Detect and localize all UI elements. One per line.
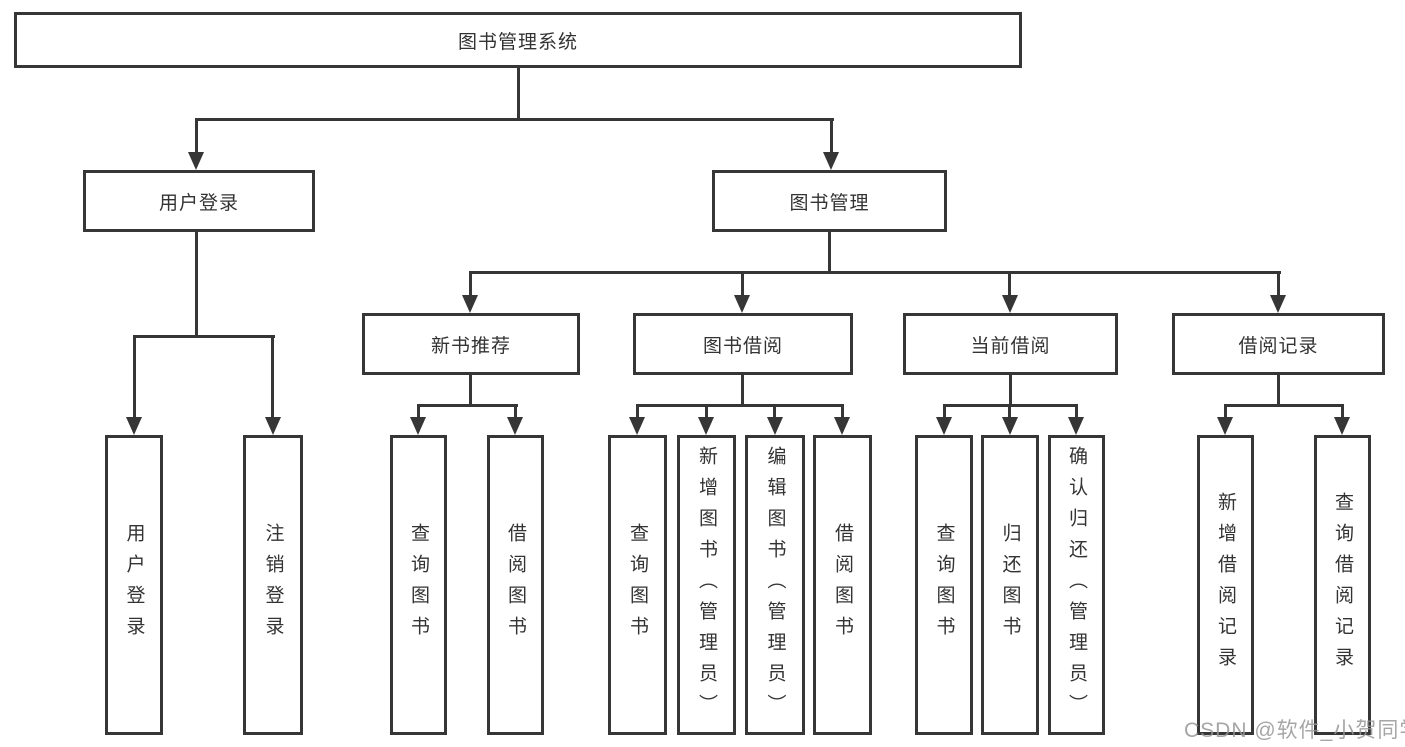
arrow-down-icon	[1270, 295, 1286, 313]
connector-borrow-records-drop-1	[1224, 404, 1227, 419]
connector-user-login-stem	[195, 231, 198, 337]
node-label: 新增图书（管理员）	[696, 445, 717, 725]
node-label: 注销登录	[262, 523, 284, 647]
connector-book-borrow-drop-3	[773, 404, 776, 419]
node-label: 用户登录	[158, 192, 239, 214]
leaf-borrow-books-recommend: 借阅图书	[487, 435, 544, 735]
node-label: 借阅图书	[832, 523, 853, 647]
arrow-down-icon	[834, 417, 850, 435]
arrow-down-icon	[1217, 417, 1233, 435]
node-user-login: 用户登录	[83, 170, 315, 232]
node-book-management: 图书管理	[712, 170, 947, 232]
connector-borrow-records-drop-2	[1341, 404, 1344, 419]
arrow-down-icon	[1068, 417, 1084, 435]
connector-borrow-records-rail	[1224, 404, 1344, 407]
connector-book-mgmt-drop-1	[469, 271, 472, 297]
arrow-down-icon	[265, 417, 281, 435]
connector-current-borrow-drop-3	[1075, 404, 1078, 419]
leaf-query-books-current: 查询图书	[915, 435, 973, 735]
node-label: 新增借阅记录	[1215, 492, 1236, 678]
node-borrow-records: 借阅记录	[1172, 313, 1385, 375]
connector-user-login-drop-2	[271, 335, 274, 419]
connector-root-stem	[517, 66, 520, 121]
connector-new-book-stem	[469, 373, 472, 407]
arrow-down-icon	[767, 417, 783, 435]
node-label: 当前借阅	[970, 335, 1051, 357]
connector-book-mgmt-rail	[469, 271, 1281, 274]
connector-book-borrow-drop-2	[705, 404, 708, 419]
node-library-management-system: 图书管理系统	[14, 12, 1022, 68]
connector-book-mgmt-stem	[828, 231, 831, 274]
connector-book-mgmt-drop-4	[1277, 271, 1280, 297]
connector-book-mgmt-drop-3	[1008, 271, 1011, 297]
arrow-down-icon	[1002, 417, 1018, 435]
leaf-query-books-recommend: 查询图书	[390, 435, 447, 735]
arrow-down-icon	[188, 152, 204, 170]
node-label: 确认归还（管理员）	[1066, 445, 1087, 725]
connector-root-rail	[195, 118, 834, 121]
connector-new-book-drop-1	[417, 404, 420, 419]
arrow-down-icon	[462, 295, 478, 313]
leaf-confirm-return-admin: 确认归还（管理员）	[1048, 435, 1105, 735]
connector-root-drop-left	[195, 118, 198, 154]
leaf-logout: 注销登录	[243, 435, 303, 735]
arrow-down-icon	[507, 417, 523, 435]
arrow-down-icon	[126, 417, 142, 435]
arrow-down-icon	[734, 295, 750, 313]
leaf-query-borrow-record: 查询借阅记录	[1314, 435, 1371, 735]
connector-book-borrow-drop-1	[636, 404, 639, 419]
connector-borrow-records-stem	[1277, 373, 1280, 407]
node-current-borrow: 当前借阅	[903, 313, 1118, 375]
arrow-down-icon	[936, 417, 952, 435]
node-book-borrow: 图书借阅	[633, 313, 853, 375]
leaf-add-borrow-record: 新增借阅记录	[1197, 435, 1254, 735]
arrow-down-icon	[1002, 295, 1018, 313]
leaf-add-books-admin: 新增图书（管理员）	[677, 435, 736, 735]
node-label: 新书推荐	[430, 335, 511, 357]
connector-current-borrow-drop-2	[1008, 404, 1011, 419]
connector-current-borrow-drop-1	[943, 404, 946, 419]
node-label: 查询借阅记录	[1332, 492, 1353, 678]
node-label: 借阅图书	[505, 523, 526, 647]
connector-user-login-drop-1	[133, 335, 136, 419]
connector-user-login-rail	[133, 335, 275, 338]
node-label: 查询图书	[627, 523, 648, 647]
leaf-return-books: 归还图书	[981, 435, 1039, 735]
node-label: 图书管理	[789, 192, 870, 214]
csdn-watermark: CSDN @软件_小贺同学	[1184, 719, 1405, 742]
connector-book-borrow-rail	[636, 404, 844, 407]
connector-new-book-rail	[417, 404, 518, 407]
connector-current-borrow-stem	[1009, 373, 1012, 407]
arrow-down-icon	[629, 417, 645, 435]
leaf-query-books-borrow: 查询图书	[608, 435, 667, 735]
connector-book-borrow-drop-4	[841, 404, 844, 419]
leaf-user-login: 用户登录	[105, 435, 163, 735]
leaf-edit-books-admin: 编辑图书（管理员）	[745, 435, 805, 735]
connector-new-book-drop-2	[514, 404, 517, 419]
arrow-down-icon	[1334, 417, 1350, 435]
node-label: 查询图书	[408, 523, 429, 647]
connector-root-drop-right	[830, 118, 833, 154]
arrow-down-icon	[823, 152, 839, 170]
connector-book-borrow-stem	[741, 373, 744, 407]
node-label: 查询图书	[933, 523, 955, 647]
connector-book-mgmt-drop-2	[741, 271, 744, 297]
node-label: 用户登录	[123, 523, 145, 647]
node-label: 图书管理系统	[457, 31, 578, 53]
node-label: 归还图书	[999, 523, 1021, 647]
arrow-down-icon	[698, 417, 714, 435]
node-new-book-recommend: 新书推荐	[362, 313, 580, 375]
arrow-down-icon	[410, 417, 426, 435]
node-label: 借阅记录	[1238, 335, 1319, 357]
node-label: 编辑图书（管理员）	[764, 445, 786, 725]
leaf-borrow-books: 借阅图书	[813, 435, 872, 735]
node-label: 图书借阅	[702, 335, 783, 357]
